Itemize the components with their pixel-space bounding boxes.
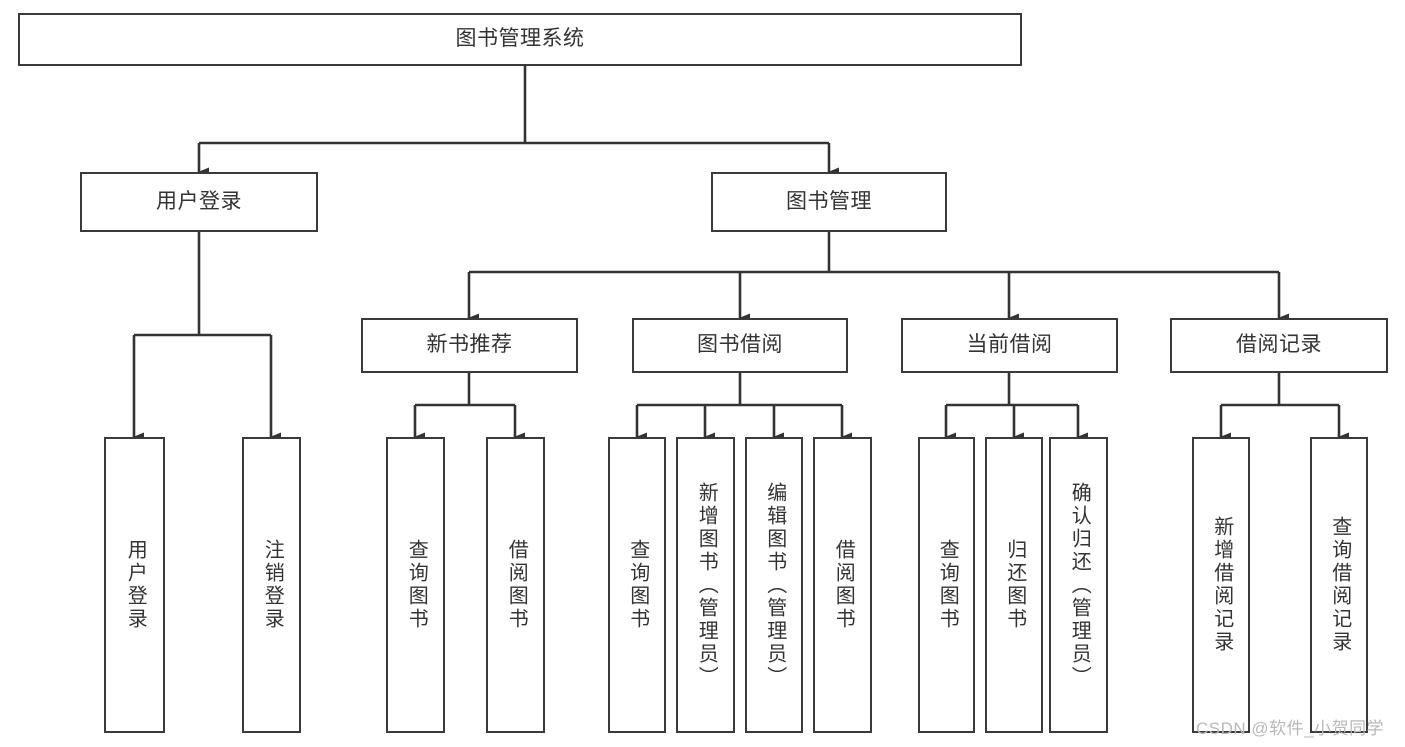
node-leaf-query-book-cur-label: 查询图书 xyxy=(936,539,959,631)
node-borrow-record-label: 借阅记录 xyxy=(1236,333,1322,357)
node-user-login-label: 用户登录 xyxy=(156,189,242,213)
node-leaf-user-login[interactable]: 用户登录 xyxy=(104,437,165,733)
node-leaf-confirm-return[interactable]: 确认归还（管理员） xyxy=(1049,437,1108,733)
node-leaf-borrow-book-label: 借阅图书 xyxy=(832,539,855,631)
node-book-manage-label: 图书管理 xyxy=(786,189,872,213)
node-root[interactable]: 图书管理系统 xyxy=(18,13,1022,66)
node-leaf-query-book-bor-label: 查询图书 xyxy=(626,539,649,631)
node-leaf-query-book-rec-label: 查询图书 xyxy=(405,539,428,631)
node-new-book-rec-label: 新书推荐 xyxy=(426,333,513,357)
node-leaf-query-book-cur[interactable]: 查询图书 xyxy=(918,437,975,733)
node-leaf-user-logout-label: 注销登录 xyxy=(261,539,284,631)
node-leaf-query-record[interactable]: 查询借阅记录 xyxy=(1310,437,1368,733)
node-leaf-edit-book[interactable]: 编辑图书（管理员） xyxy=(745,437,803,733)
node-leaf-add-record[interactable]: 新增借阅记录 xyxy=(1192,437,1250,733)
node-leaf-add-book[interactable]: 新增图书（管理员） xyxy=(676,437,735,733)
node-leaf-borrow-book[interactable]: 借阅图书 xyxy=(813,437,872,733)
node-borrow-record[interactable]: 借阅记录 xyxy=(1170,318,1388,373)
node-leaf-borrow-book-rec-label: 借阅图书 xyxy=(505,539,528,631)
node-leaf-query-book-bor[interactable]: 查询图书 xyxy=(608,437,666,733)
node-leaf-user-login-label: 用户登录 xyxy=(124,539,147,631)
node-leaf-borrow-book-rec[interactable]: 借阅图书 xyxy=(486,437,545,733)
node-current-borrow[interactable]: 当前借阅 xyxy=(901,318,1118,373)
node-leaf-confirm-return-label: 确认归还（管理员） xyxy=(1068,481,1091,689)
node-leaf-return-book[interactable]: 归还图书 xyxy=(985,437,1043,733)
node-leaf-add-book-label: 新增图书（管理员） xyxy=(695,481,718,689)
node-book-manage[interactable]: 图书管理 xyxy=(711,172,947,232)
node-book-borrow-label: 图书借阅 xyxy=(697,333,783,357)
node-leaf-edit-book-label: 编辑图书（管理员） xyxy=(763,481,786,689)
node-leaf-return-book-label: 归还图书 xyxy=(1003,539,1026,631)
node-book-borrow[interactable]: 图书借阅 xyxy=(632,318,848,373)
node-user-login[interactable]: 用户登录 xyxy=(80,172,318,232)
node-new-book-rec[interactable]: 新书推荐 xyxy=(361,318,578,373)
node-leaf-add-record-label: 新增借阅记录 xyxy=(1210,516,1233,654)
node-leaf-query-book-rec[interactable]: 查询图书 xyxy=(386,437,445,733)
node-leaf-query-record-label: 查询借阅记录 xyxy=(1328,516,1351,654)
node-current-borrow-label: 当前借阅 xyxy=(966,333,1053,357)
node-leaf-user-logout[interactable]: 注销登录 xyxy=(242,437,301,733)
connector-lines xyxy=(132,66,1349,442)
node-root-label: 图书管理系统 xyxy=(455,27,585,51)
